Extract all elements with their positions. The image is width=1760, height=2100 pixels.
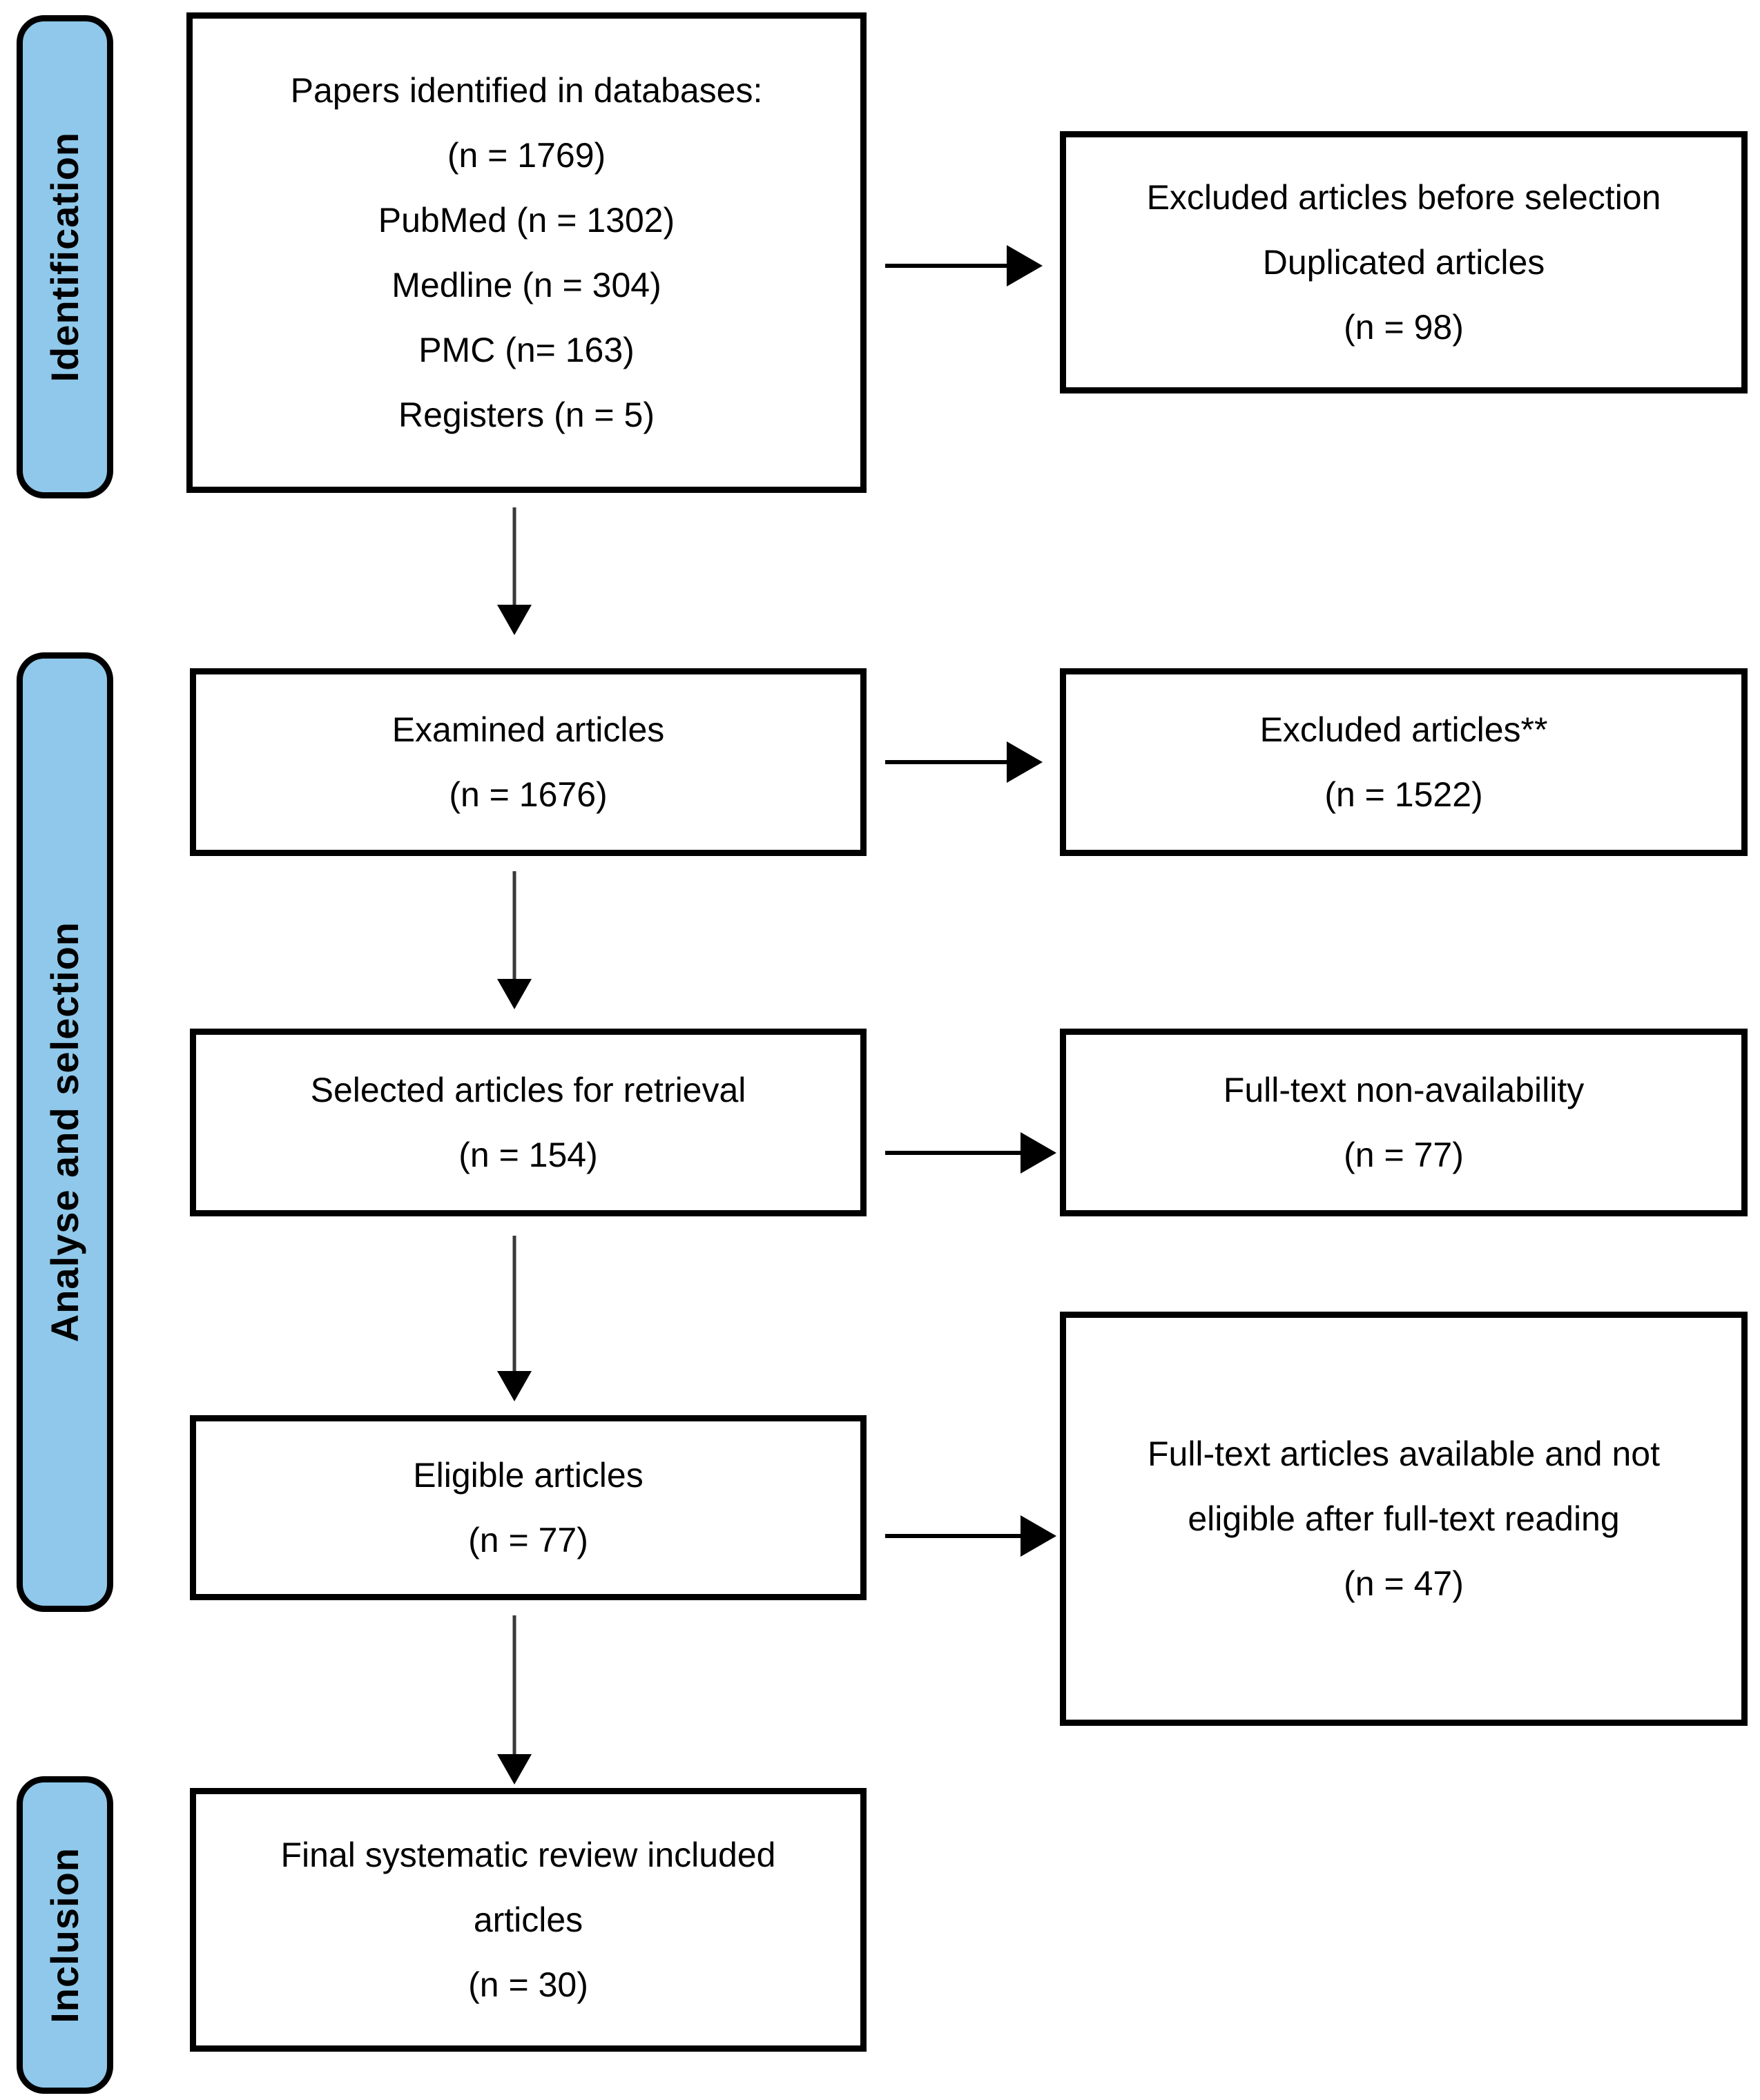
box-papers-identified: Papers identified in databases: (n = 176… bbox=[186, 12, 867, 493]
stage-label-analyse-and-selection-text: Analyse and selection bbox=[43, 922, 86, 1343]
box-excluded-articles-screening-line-2: (n = 1522) bbox=[1324, 775, 1483, 814]
box-papers-identified-line-2: (n = 1769) bbox=[447, 136, 606, 175]
box-eligible-articles-line-2: (n = 77) bbox=[468, 1521, 588, 1559]
box-fulltext-available-not-eligible-line-3: (n = 47) bbox=[1344, 1564, 1464, 1603]
box-papers-identified-line-5: PMC (n= 163) bbox=[418, 331, 635, 369]
box-examined-articles: Examined articles (n = 1676) bbox=[190, 668, 867, 856]
arrow-shaft bbox=[512, 871, 516, 982]
arrow-shaft bbox=[885, 1151, 1023, 1155]
box-papers-identified-line-6: Registers (n = 5) bbox=[398, 396, 655, 434]
arrow-selected-to-eligible bbox=[497, 1236, 532, 1401]
arrow-head bbox=[497, 1754, 532, 1785]
box-excluded-before-selection-line-2: Duplicated articles bbox=[1262, 243, 1545, 282]
arrow-shaft bbox=[512, 507, 516, 607]
arrow-head bbox=[1021, 1132, 1056, 1174]
box-papers-identified-line-3: PubMed (n = 1302) bbox=[378, 201, 675, 240]
arrow-head bbox=[1007, 741, 1043, 783]
box-fulltext-non-availability-line-2: (n = 77) bbox=[1344, 1136, 1464, 1174]
box-papers-identified-line-1: Papers identified in databases: bbox=[290, 71, 763, 110]
box-excluded-before-selection: Excluded articles before selection Dupli… bbox=[1060, 131, 1748, 393]
box-excluded-articles-screening: Excluded articles** (n = 1522) bbox=[1060, 668, 1748, 856]
arrow-shaft bbox=[512, 1615, 516, 1757]
arrow-shaft bbox=[512, 1236, 516, 1374]
arrow-head bbox=[497, 979, 532, 1009]
box-papers-identified-line-4: Medline (n = 304) bbox=[391, 266, 661, 304]
stage-label-inclusion-text: Inclusion bbox=[43, 1847, 86, 2023]
box-final-included-articles-line-3: (n = 30) bbox=[468, 1965, 588, 2004]
stage-label-analyse-and-selection: Analyse and selection bbox=[17, 652, 113, 1612]
box-eligible-articles: Eligible articles (n = 77) bbox=[190, 1415, 867, 1600]
arrow-head bbox=[497, 605, 532, 635]
box-excluded-before-selection-line-1: Excluded articles before selection bbox=[1146, 178, 1661, 217]
arrow-shaft bbox=[885, 760, 1011, 764]
arrow-head bbox=[1007, 245, 1043, 286]
arrow-examined-to-selected bbox=[497, 871, 532, 1009]
box-fulltext-non-availability-line-1: Full-text non-availability bbox=[1223, 1071, 1585, 1109]
box-fulltext-available-not-eligible-line-1: Full-text articles available and not bbox=[1147, 1435, 1661, 1473]
box-fulltext-available-not-eligible-line-2: eligible after full-text reading bbox=[1188, 1499, 1620, 1538]
arrow-selected-to-fulltext-nonavailability bbox=[885, 1132, 1056, 1174]
box-selected-for-retrieval-line-1: Selected articles for retrieval bbox=[310, 1071, 746, 1109]
arrow-identified-to-excluded-before-selection bbox=[885, 245, 1043, 286]
arrow-shaft bbox=[885, 1534, 1023, 1538]
box-examined-articles-line-2: (n = 1676) bbox=[449, 775, 608, 814]
box-fulltext-non-availability: Full-text non-availability (n = 77) bbox=[1060, 1029, 1748, 1216]
arrow-head bbox=[1021, 1515, 1056, 1557]
arrow-identified-to-examined bbox=[497, 507, 532, 635]
box-excluded-articles-screening-line-1: Excluded articles** bbox=[1259, 710, 1548, 749]
box-final-included-articles-line-1: Final systematic review included bbox=[280, 1836, 776, 1874]
stage-label-identification: Identification bbox=[17, 15, 113, 498]
box-eligible-articles-line-1: Eligible articles bbox=[413, 1456, 644, 1495]
box-examined-articles-line-1: Examined articles bbox=[391, 710, 665, 749]
box-selected-for-retrieval: Selected articles for retrieval (n = 154… bbox=[190, 1029, 867, 1216]
box-final-included-articles: Final systematic review included article… bbox=[190, 1788, 867, 2052]
box-excluded-before-selection-line-3: (n = 98) bbox=[1344, 308, 1464, 347]
box-final-included-articles-line-2: articles bbox=[473, 1900, 583, 1939]
box-fulltext-available-not-eligible: Full-text articles available and not eli… bbox=[1060, 1312, 1748, 1726]
arrow-head bbox=[497, 1371, 532, 1401]
stage-label-inclusion: Inclusion bbox=[17, 1776, 113, 2094]
arrow-shaft bbox=[885, 264, 1011, 268]
stage-label-identification-text: Identification bbox=[43, 131, 86, 382]
arrow-eligible-to-final-included bbox=[497, 1615, 532, 1785]
box-selected-for-retrieval-line-2: (n = 154) bbox=[458, 1136, 598, 1174]
arrow-eligible-to-fulltext-not-eligible bbox=[885, 1515, 1056, 1557]
arrow-examined-to-excluded-screening bbox=[885, 741, 1043, 783]
